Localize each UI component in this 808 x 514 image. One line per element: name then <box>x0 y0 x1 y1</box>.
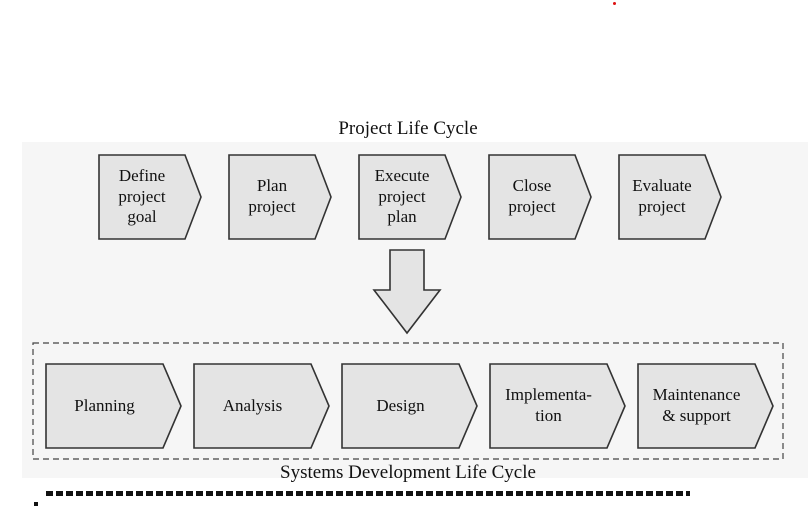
down-arrow <box>372 249 442 335</box>
red-dot <box>613 2 616 5</box>
plc-step-3-chevron <box>358 154 462 240</box>
plc-step-2-chevron <box>228 154 332 240</box>
project-life-cycle-title: Project Life Cycle <box>338 118 478 139</box>
sdlc-step-4-label: Implementa-tion <box>505 385 592 425</box>
dashed-divider <box>46 491 690 496</box>
sdlc-step-2-label: Analysis <box>222 395 283 415</box>
sdlc-step-2-chevron <box>193 363 330 449</box>
sdlc-step-5-chevron <box>637 363 774 449</box>
plc-step-1-chevron <box>98 154 202 240</box>
sdlc-step-3-chevron <box>341 363 478 449</box>
plc-step-4-chevron <box>488 154 592 240</box>
sdlc-dashed-box <box>32 342 784 460</box>
sdlc-step-5-label: Maintenance& support <box>652 385 741 425</box>
sdlc-step-1-chevron <box>45 363 182 449</box>
sdlc-step-4-chevron <box>489 363 626 449</box>
sdlc-step-1-label: Planning <box>74 395 135 415</box>
sdlc-step-3-label: Design <box>376 395 425 415</box>
sdlc-title: Systems Development Life Cycle <box>280 462 536 483</box>
plc-step-5-chevron <box>618 154 722 240</box>
corner-mark <box>34 502 38 506</box>
